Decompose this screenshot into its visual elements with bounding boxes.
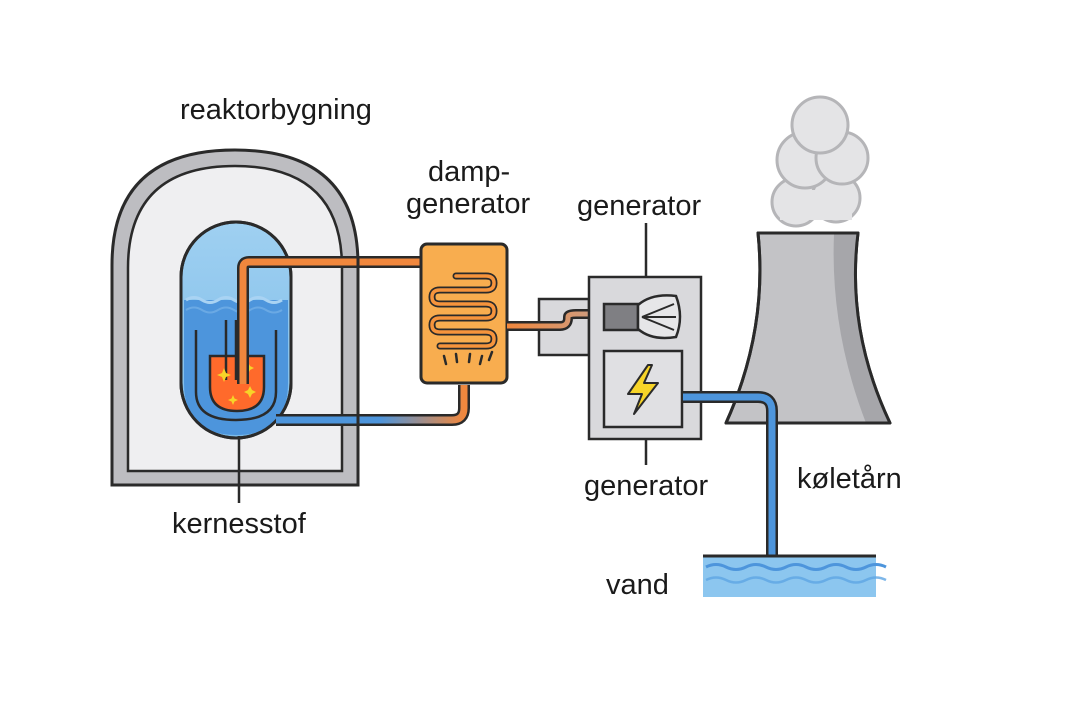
steam-generator-label-line2: generator: [406, 188, 531, 220]
nuclear-fuel-label: kernesstof: [172, 508, 306, 540]
generator-top-label: generator: [577, 190, 702, 222]
steam-pipe: [507, 309, 606, 331]
lightning-icon: [627, 364, 659, 415]
cooling-tower-label: køletårn: [797, 463, 902, 495]
cooling-tower: [724, 231, 892, 425]
generator-unit: [587, 275, 703, 441]
leader-lines: [237, 223, 648, 503]
steam-generator-label-line1: damp-: [428, 156, 511, 188]
water-reservoir: [703, 554, 887, 597]
cooling-water-pipe: [683, 391, 778, 560]
steam-generator: [419, 242, 509, 385]
generator-bottom-label: generator: [584, 470, 709, 502]
steam-cloud-icon: [770, 95, 870, 228]
reactor-building-label: reaktorbygning: [180, 94, 372, 126]
turbine-icon: [602, 294, 682, 340]
cold-pipe: [276, 385, 470, 426]
water-label: vand: [606, 569, 669, 601]
